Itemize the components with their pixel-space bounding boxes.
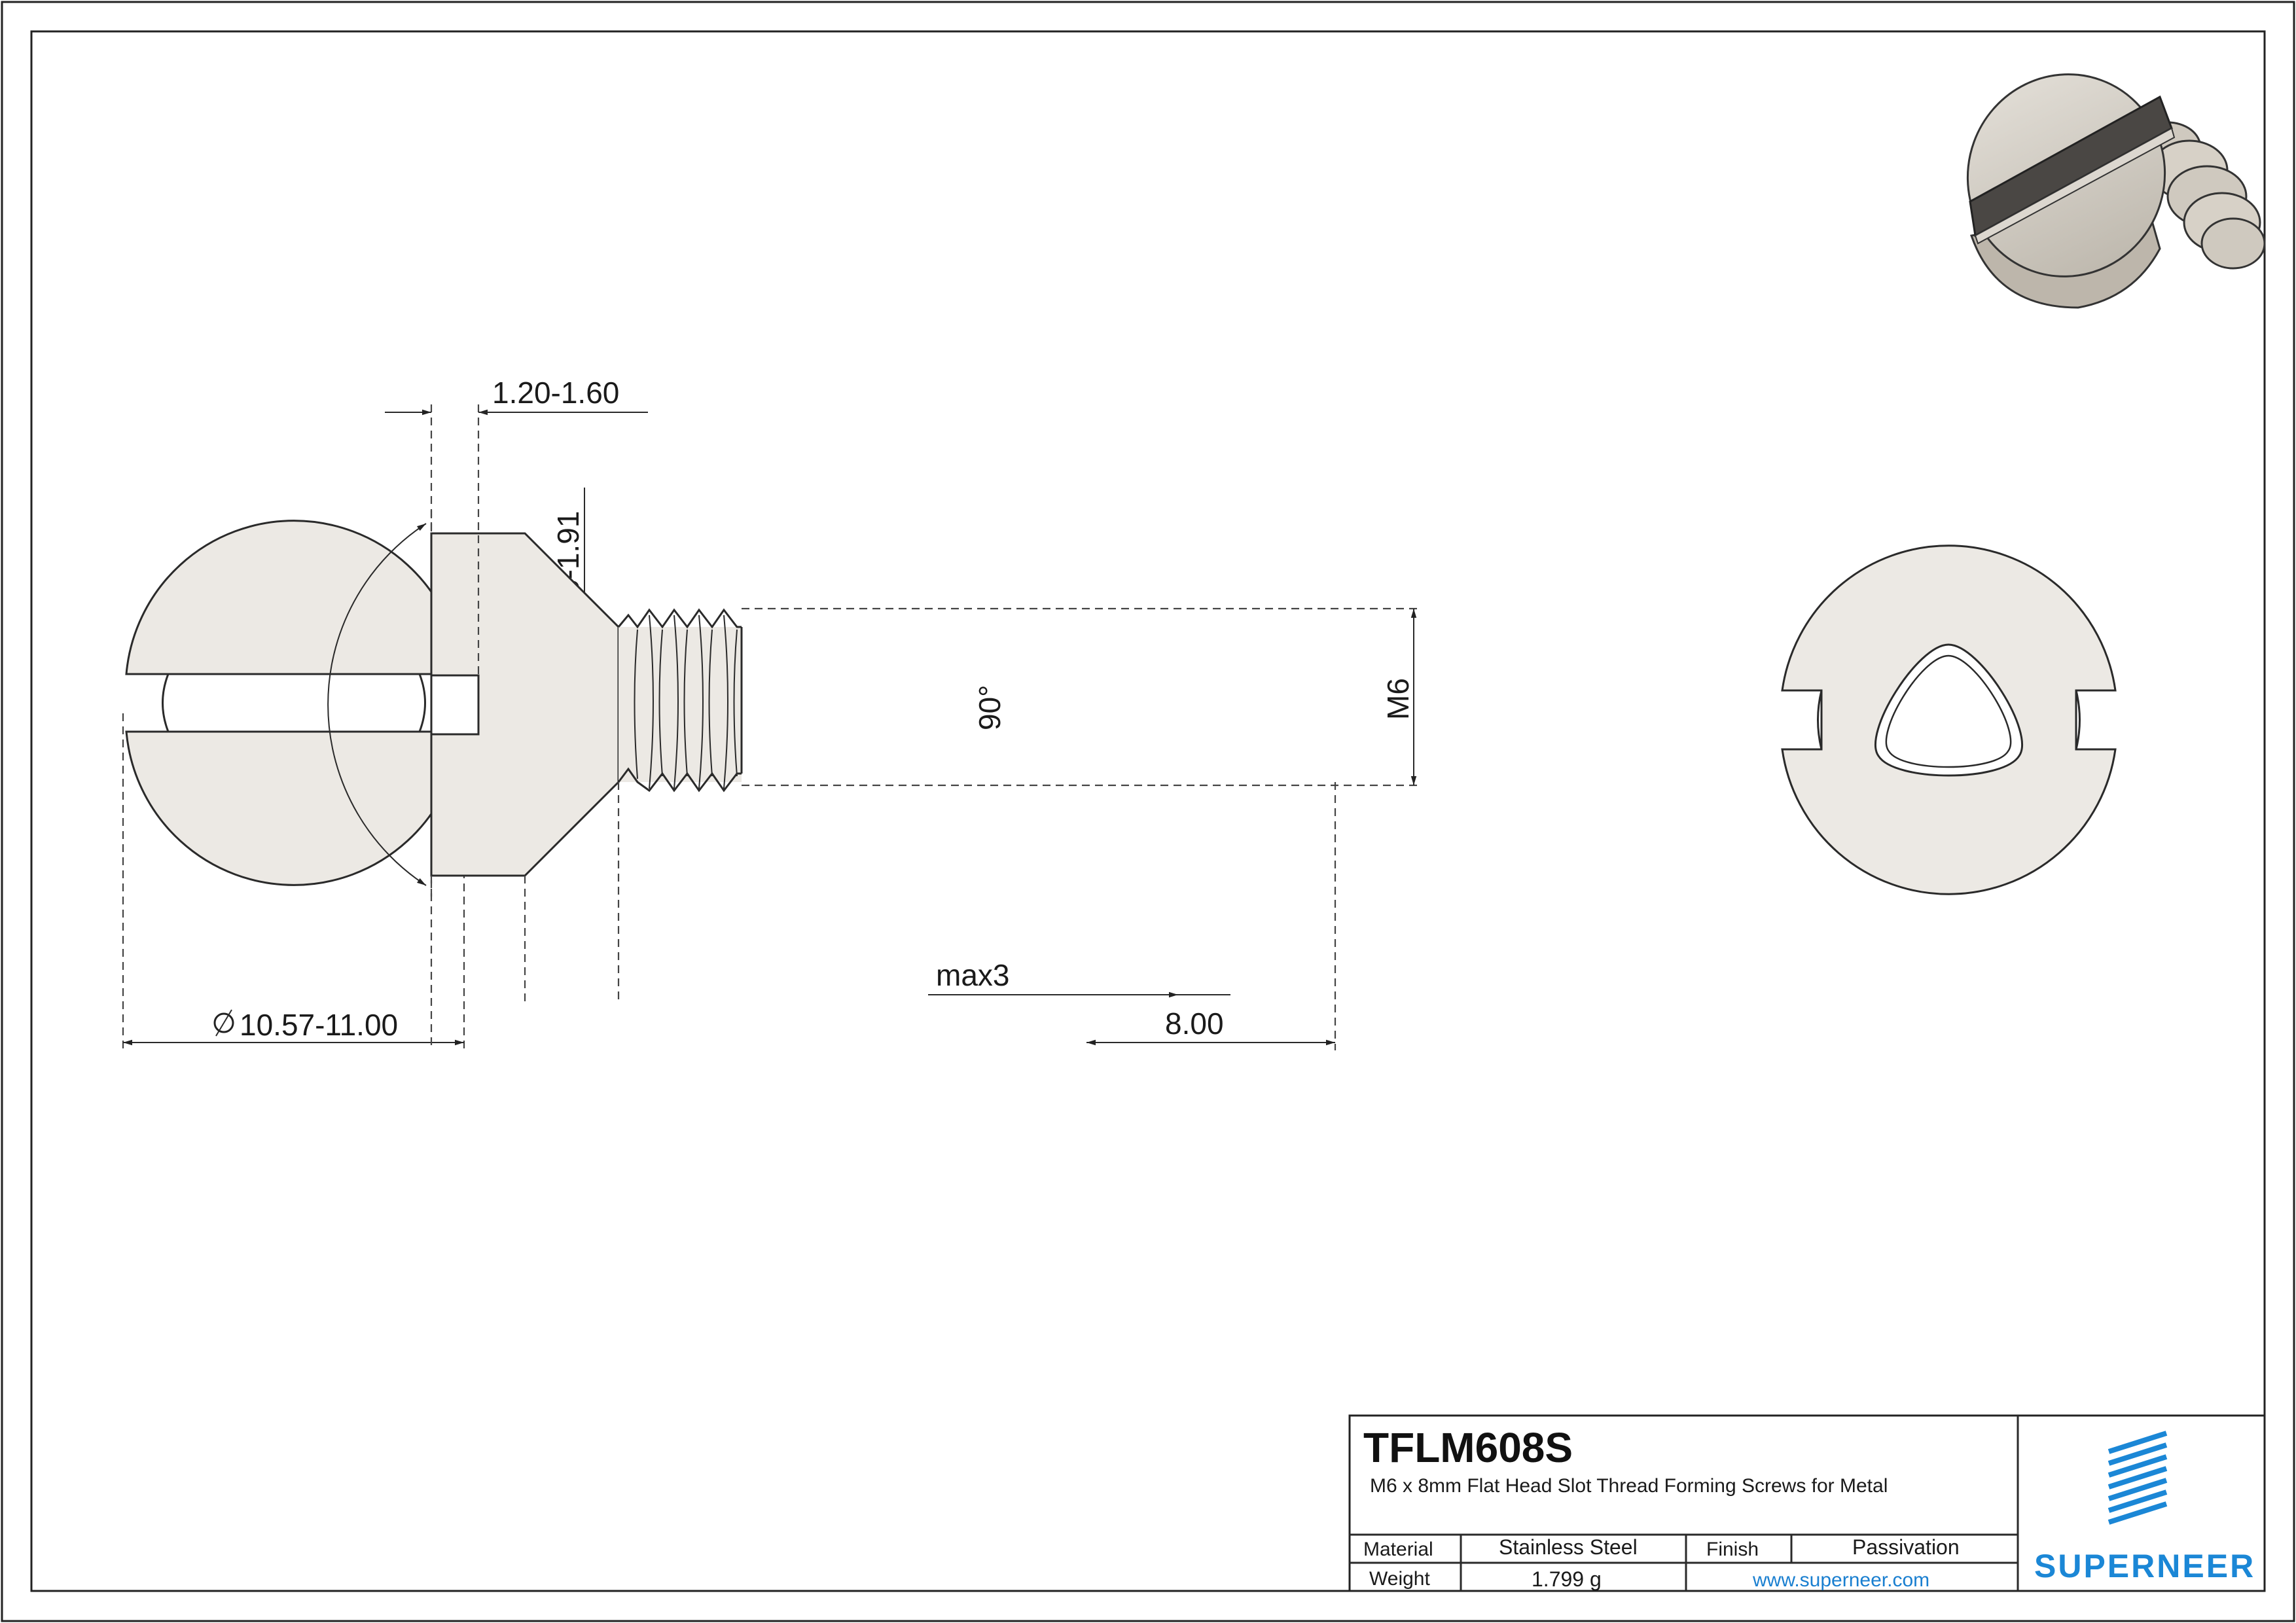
- thread-profile-top: [617, 608, 742, 629]
- screw-end-view: [1781, 544, 2117, 895]
- screw-3d-render: [1966, 73, 2266, 309]
- trilobe-thread-outer: [1874, 643, 2023, 777]
- diameter-symbol: [213, 1012, 234, 1033]
- slot-notch: [430, 674, 480, 736]
- title-block: TFLM608S M6 x 8mm Flat Head Slot Thread …: [1348, 1414, 2266, 1592]
- head-upper-half: [125, 520, 463, 675]
- superneer-logo-icon: [2108, 1431, 2168, 1525]
- head-diameter-dimension: 10.57-11.00: [240, 1008, 398, 1042]
- finish-value: Passivation: [1852, 1535, 1960, 1559]
- thread-size-dimension: M6: [1381, 678, 1415, 720]
- slot-floor-arc-left: [162, 673, 170, 732]
- length-dimension: 8.00: [1165, 1007, 1224, 1041]
- slot-depth-dimension: 1.20-1.60: [492, 376, 619, 410]
- head-lower-half: [125, 730, 463, 886]
- finish-label: Finish: [1706, 1539, 1759, 1560]
- screw-side-view: 1.20-1.60 90° 90° M6 max3 8.00: [327, 376, 1420, 1050]
- part-description: M6 x 8mm Flat Head Slot Thread Forming S…: [1370, 1475, 1888, 1497]
- brand-name: SUPERNEER: [2034, 1548, 2255, 1584]
- slot-floor-arc-right: [418, 673, 426, 732]
- weight-label: Weight: [1369, 1568, 1430, 1590]
- inner-border: [30, 30, 2266, 1592]
- website-link[interactable]: www.superneer.com: [1752, 1569, 1929, 1591]
- material-label: Material: [1363, 1539, 1433, 1560]
- material-value: Stainless Steel: [1499, 1535, 1638, 1559]
- underhead-dimension: max3: [936, 958, 1009, 992]
- thread-shank: [619, 627, 742, 782]
- weight-value: 1.799 g: [1532, 1567, 1602, 1591]
- trilobe-thread-inner: [1885, 654, 2012, 768]
- thread-helix-lines: [634, 615, 738, 789]
- thread-profile-bottom: [617, 767, 742, 793]
- part-number: TFLM608S: [1363, 1424, 1573, 1471]
- head-angle-label: 90°: [973, 685, 1007, 730]
